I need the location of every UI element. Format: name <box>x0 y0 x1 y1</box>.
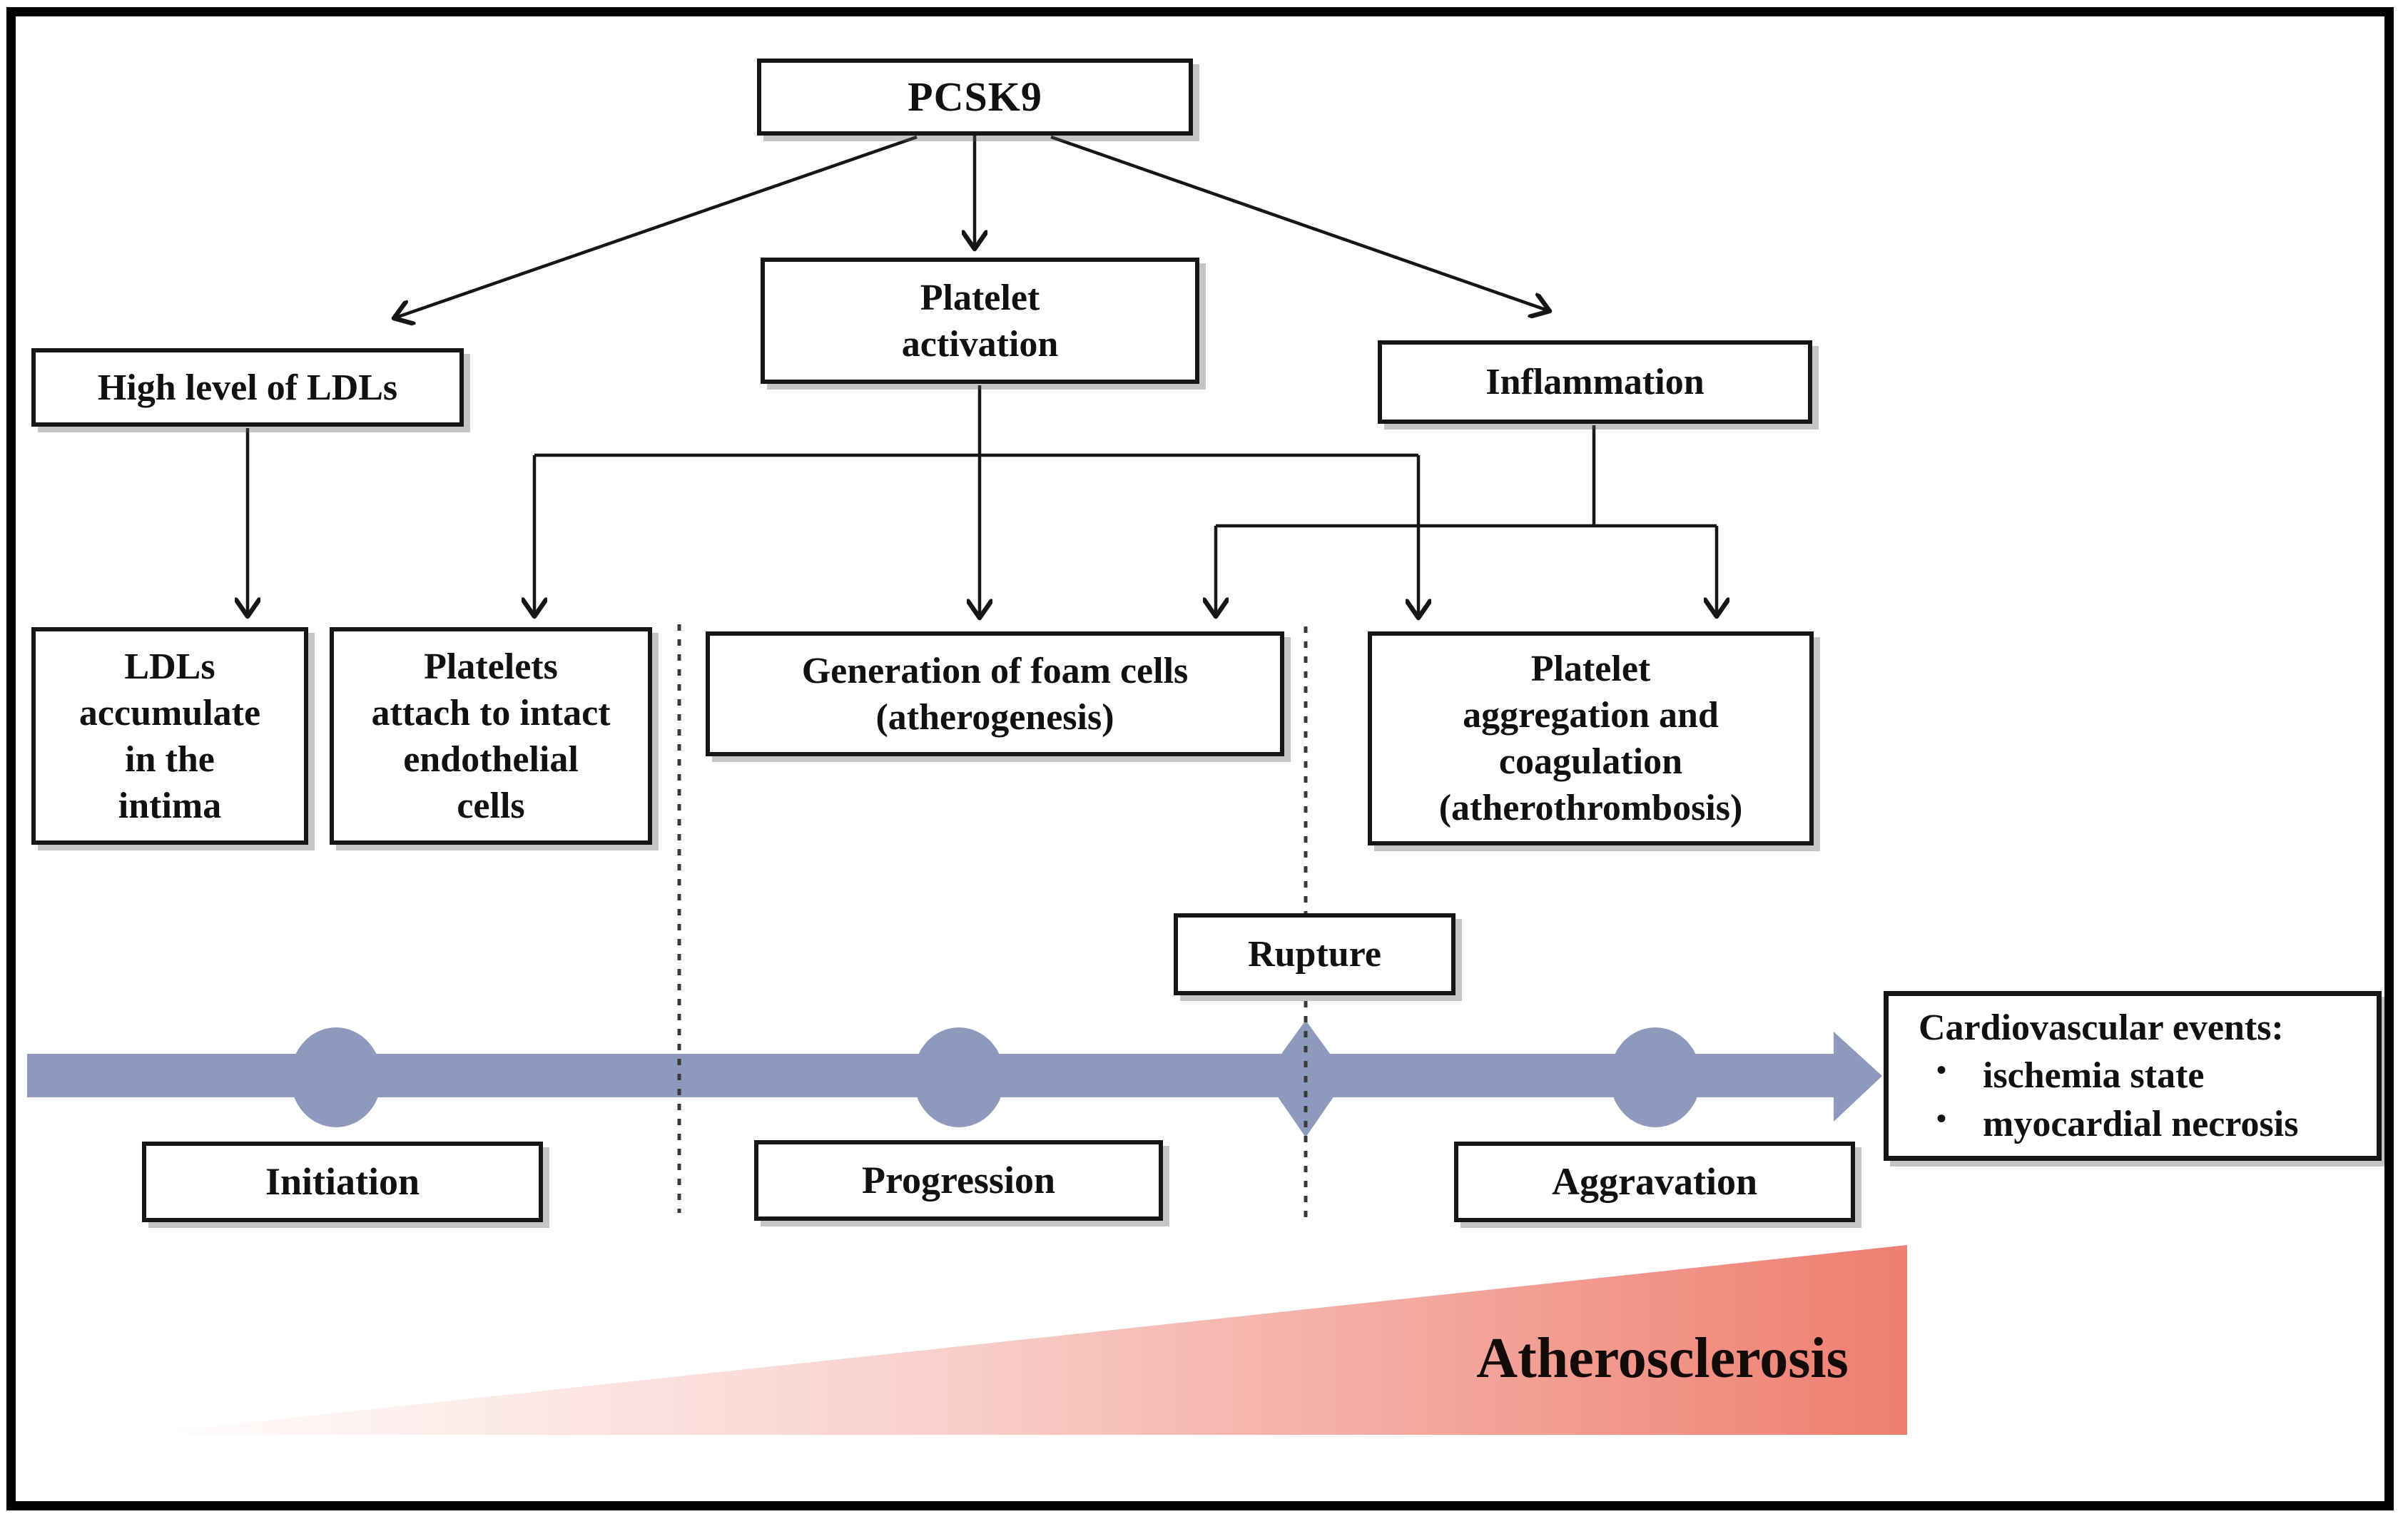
stage-progression: Progression <box>754 1140 1163 1221</box>
outcome-bullet-row: • myocardial necrosis <box>1919 1100 2362 1149</box>
severity-label: Atherosclerosis <box>1476 1327 1849 1390</box>
node-platelet-activation: Platelet activation <box>761 258 1199 384</box>
timeline-node-progression <box>913 1027 1005 1127</box>
stage-aggravation: Aggravation <box>1454 1142 1855 1222</box>
outcome-cardiovascular-events: Cardiovascular events: • ischemia state … <box>1884 991 2382 1161</box>
connectors <box>248 135 1717 618</box>
node-ldl-accumulate-label: LDLs accumulate in the intima <box>78 646 261 826</box>
node-rupture: Rupture <box>1174 913 1456 995</box>
node-ldl-accumulate: LDLs accumulate in the intima <box>31 627 308 845</box>
bullet-icon: • <box>1936 1102 1946 1134</box>
node-inflammation-label: Inflammation <box>1485 362 1705 402</box>
outcome-bullet-ischemia: ischemia state <box>1983 1055 2205 1097</box>
node-pcsk9-label: PCSK9 <box>908 73 1042 120</box>
timeline-arrow <box>27 1020 1882 1137</box>
node-platelets-attach: Platelets attach to intact endothelial c… <box>330 627 652 845</box>
outcome-bullet-necrosis: myocardial necrosis <box>1983 1103 2299 1144</box>
connector-pcsk9-high-ldl <box>394 135 918 318</box>
node-rupture-label: Rupture <box>1248 934 1381 975</box>
timeline-node-aggravation <box>1610 1027 1701 1127</box>
node-platelet-aggregation: Platelet aggregation and coagulation (at… <box>1368 631 1814 845</box>
node-foam-cells-label: Generation of foam cells (atherogenesis) <box>801 650 1189 738</box>
node-inflammation: Inflammation <box>1378 340 1812 424</box>
stage-initiation-label: Initiation <box>265 1159 420 1203</box>
timeline-arrowhead <box>1834 1032 1882 1122</box>
node-platelets-attach-label: Platelets attach to intact endothelial c… <box>371 646 611 826</box>
bullet-icon: • <box>1936 1054 1946 1087</box>
node-foam-cells: Generation of foam cells (atherogenesis) <box>706 631 1284 756</box>
phase-dividers <box>677 624 1308 1224</box>
connector-pcsk9-inflammation <box>1050 135 1550 311</box>
node-platelet-activation-label: Platelet activation <box>901 277 1059 365</box>
node-high-ldl: High level of LDLs <box>31 348 464 427</box>
timeline-node-initiation <box>290 1027 382 1127</box>
node-high-ldl-label: High level of LDLs <box>97 367 398 408</box>
stage-progression-label: Progression <box>861 1158 1055 1202</box>
figure-border <box>6 7 2394 1510</box>
outcome-title: Cardiovascular events: <box>1919 1007 2284 1048</box>
outcome-bullet-row: • ischemia state <box>1919 1052 2362 1100</box>
node-platelet-aggregation-label: Platelet aggregation and coagulation (at… <box>1438 649 1743 828</box>
stage-aggravation-label: Aggravation <box>1552 1159 1757 1203</box>
stage-initiation: Initiation <box>142 1142 543 1222</box>
node-pcsk9: PCSK9 <box>757 59 1193 136</box>
